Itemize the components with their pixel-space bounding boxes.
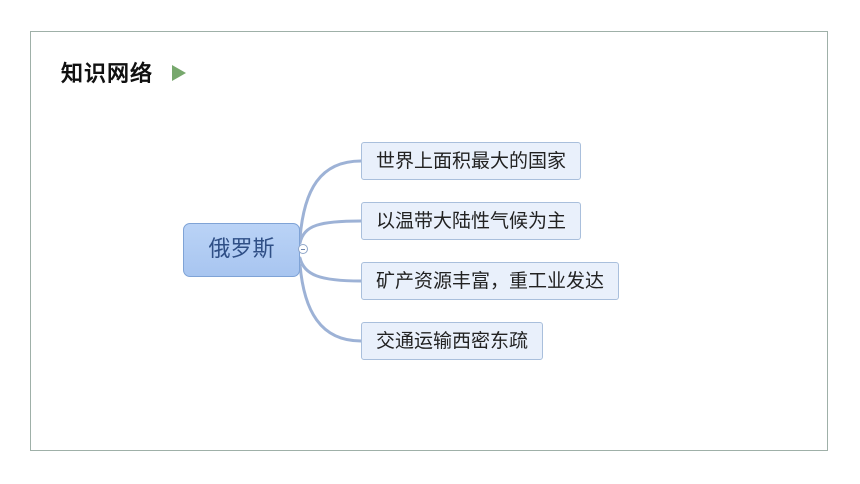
section-title: 知识网络 <box>61 62 154 87</box>
play-triangle-icon <box>172 65 186 81</box>
connector-2 <box>298 219 363 245</box>
mindmap-child-node[interactable]: 交通运输西密东疏 <box>361 322 544 360</box>
connector-1 <box>298 159 363 240</box>
slide-frame <box>30 31 828 451</box>
collapse-minus-icon[interactable] <box>298 244 308 254</box>
connector-3 <box>298 256 363 283</box>
connector-4 <box>298 263 363 343</box>
mindmap-child-node[interactable]: 矿产资源丰富，重工业发达 <box>361 262 620 300</box>
mindmap-root-node[interactable]: 俄罗斯 <box>183 223 300 277</box>
mindmap-child-node[interactable]: 以温带大陆性气候为主 <box>361 202 582 240</box>
mindmap-child-node[interactable]: 世界上面积最大的国家 <box>361 142 582 180</box>
